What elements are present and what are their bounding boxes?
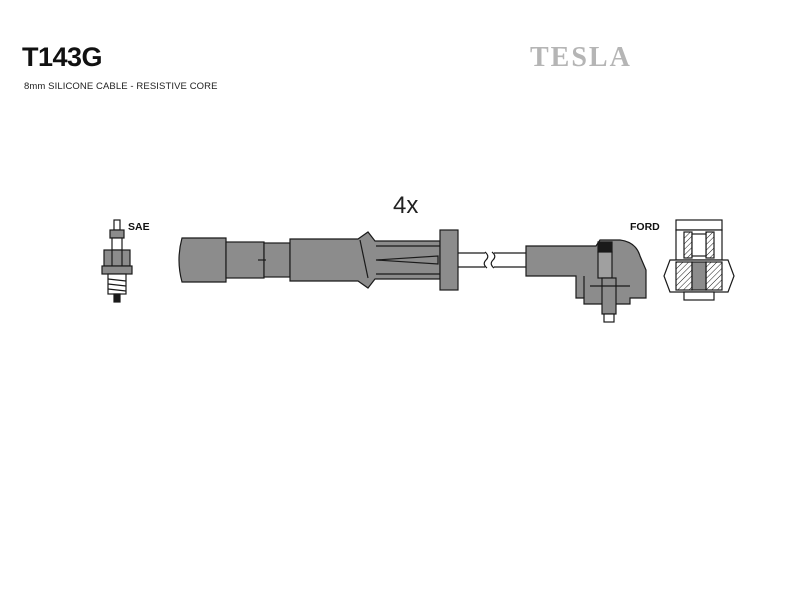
spark-plug-icon	[101, 219, 133, 303]
brand-logo: TESLA	[530, 42, 632, 73]
product-code: T143G	[22, 42, 103, 72]
ford-terminal-icon	[663, 219, 735, 301]
angled-boot-icon	[525, 239, 647, 323]
cable-line	[458, 251, 526, 269]
ford-label: FORD	[630, 221, 660, 233]
sae-label: SAE	[128, 221, 150, 233]
product-description: 8mm SILICONE CABLE - RESISTIVE CORE	[24, 81, 218, 92]
quantity-label: 4x	[393, 192, 419, 219]
straight-boot-icon	[178, 229, 459, 291]
